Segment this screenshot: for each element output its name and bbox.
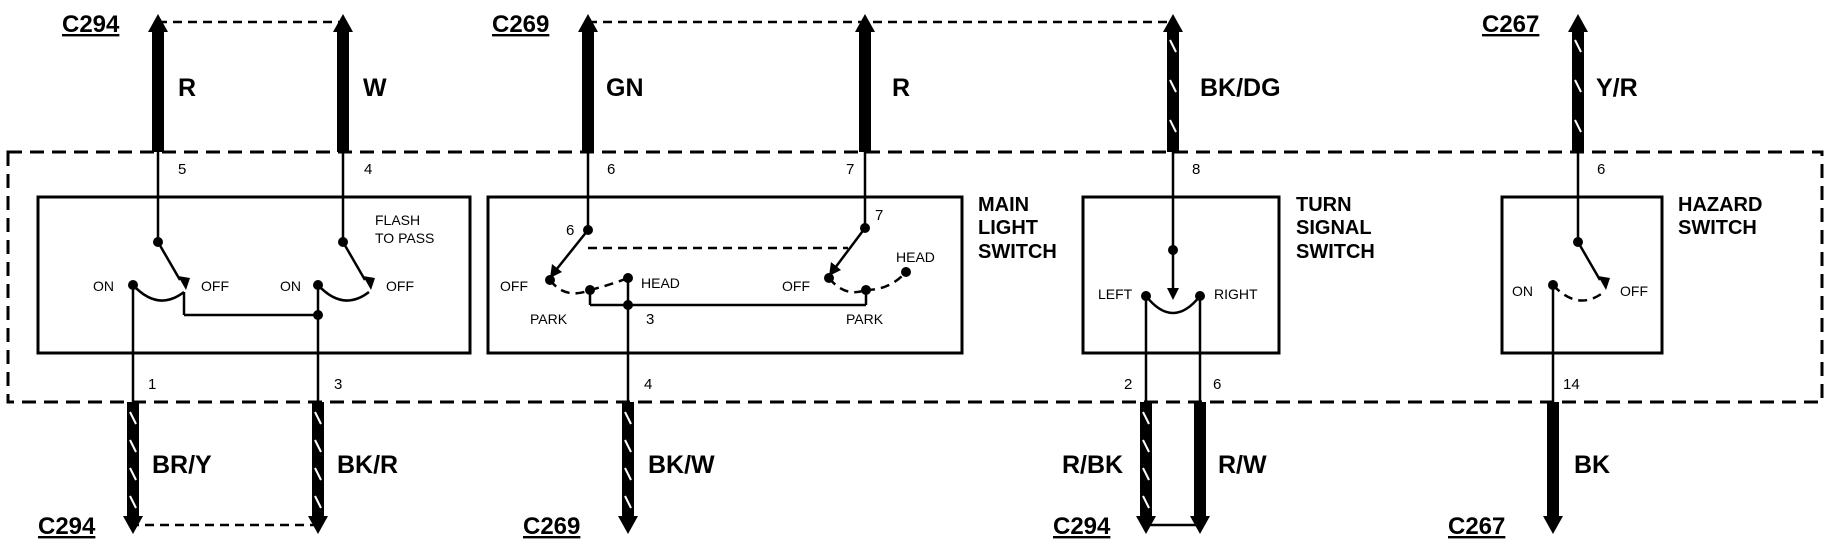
- label-to-pass: TO PASS: [375, 230, 434, 246]
- wire-w-pin4: [333, 14, 353, 152]
- turn-signal-switch-box: [1081, 195, 1281, 355]
- main-light-switch-name-2: LIGHT: [978, 217, 1038, 239]
- wire-gn-pin6: [578, 14, 598, 152]
- label-on-2: ON: [280, 278, 301, 294]
- label-inner-3: 3: [646, 311, 654, 328]
- label-inner-7: 7: [875, 207, 883, 224]
- module-border: [6, 150, 1824, 404]
- wire-bk-pin14: [1543, 402, 1563, 534]
- pin-4: 4: [364, 161, 372, 178]
- turn-signal-switch-name-2: SIGNAL: [1296, 217, 1372, 239]
- pin-7: 7: [846, 161, 854, 178]
- wire-color-yr: Y/R: [1596, 74, 1638, 102]
- wire-r-pin7: [855, 14, 875, 152]
- label-off-1: OFF: [201, 278, 229, 294]
- pin-2: 2: [1124, 376, 1132, 393]
- hazard-circuit: [1548, 152, 1610, 402]
- pin-1: 1: [148, 376, 156, 393]
- label-off-3: OFF: [500, 278, 528, 294]
- label-left: LEFT: [1098, 286, 1133, 302]
- label-head-2: HEAD: [896, 249, 935, 265]
- pin-6: 6: [607, 161, 615, 178]
- wire-bkdg-pin8: [1163, 14, 1183, 152]
- label-off-4: OFF: [782, 278, 810, 294]
- label-on-hazard: ON: [1512, 283, 1533, 299]
- pin-14: 14: [1563, 376, 1580, 393]
- wire-r-pin5: [148, 14, 168, 152]
- main-light-circuit: [545, 152, 911, 402]
- turn-signal-switch-name-3: SWITCH: [1296, 241, 1375, 263]
- wire-color-w: W: [363, 74, 387, 102]
- wire-color-r2: R: [892, 74, 910, 102]
- hazard-switch-name-1: HAZARD: [1678, 194, 1762, 216]
- label-on-1: ON: [93, 278, 114, 294]
- pin-6-bottom: 6: [1213, 376, 1221, 393]
- connector-bottom-c294-turn: C294: [1053, 513, 1111, 540]
- wire-bkr-pin3: [308, 402, 328, 534]
- label-off-hazard: OFF: [1620, 283, 1648, 299]
- wire-color-rw: R/W: [1218, 451, 1267, 479]
- connector-bottom-c269: C269: [523, 513, 580, 540]
- pin-4-bottom: 4: [644, 376, 652, 393]
- connector-top-c294: C294: [62, 11, 120, 38]
- hazard-switch-name-2: SWITCH: [1678, 217, 1757, 239]
- label-flash: FLASH: [375, 212, 420, 228]
- connector-top-c269: C269: [492, 11, 549, 38]
- label-park-1: PARK: [530, 311, 568, 327]
- turn-signal-circuit: [1141, 152, 1205, 402]
- label-park-2: PARK: [846, 311, 884, 327]
- main-light-switch-name-3: SWITCH: [978, 241, 1057, 263]
- wire-color-bkdg: BK/DG: [1200, 74, 1281, 102]
- wire-rw-pin6: [1190, 402, 1210, 534]
- label-right: RIGHT: [1214, 286, 1258, 302]
- wire-color-gn: GN: [606, 74, 644, 102]
- wire-color-bk: BK: [1574, 451, 1610, 479]
- wire-yr-pin6: [1568, 14, 1588, 152]
- wire-color-bkw: BK/W: [648, 451, 715, 479]
- wire-color-bry: BR/Y: [152, 451, 212, 479]
- wire-color-bkr: BK/R: [337, 451, 398, 479]
- label-inner-6: 6: [566, 222, 574, 239]
- main-light-switch-box: [486, 195, 964, 355]
- connector-bottom-c267: C267: [1448, 513, 1505, 540]
- pin-3: 3: [334, 376, 342, 393]
- flash-to-pass-circuit: [128, 152, 375, 402]
- pin-5: 5: [178, 161, 186, 178]
- wire-bkw-pin4: [618, 402, 638, 534]
- pin-8: 8: [1192, 161, 1200, 178]
- wire-rbk-pin2: [1136, 402, 1156, 534]
- main-light-switch-name-1: MAIN: [978, 194, 1029, 216]
- wire-bry-pin1: [123, 402, 143, 534]
- connector-bottom-c294: C294: [38, 513, 96, 540]
- wire-color-rbk: R/BK: [1062, 451, 1123, 479]
- pin-6-hazard: 6: [1597, 161, 1605, 178]
- connector-top-c267: C267: [1482, 11, 1539, 38]
- flash-to-pass-switch-box: [36, 195, 472, 355]
- turn-signal-switch-name-1: TURN: [1296, 194, 1352, 216]
- hazard-switch-box: [1500, 195, 1664, 355]
- label-off-2: OFF: [386, 278, 414, 294]
- wire-color-r: R: [178, 74, 196, 102]
- label-head-1: HEAD: [641, 275, 680, 291]
